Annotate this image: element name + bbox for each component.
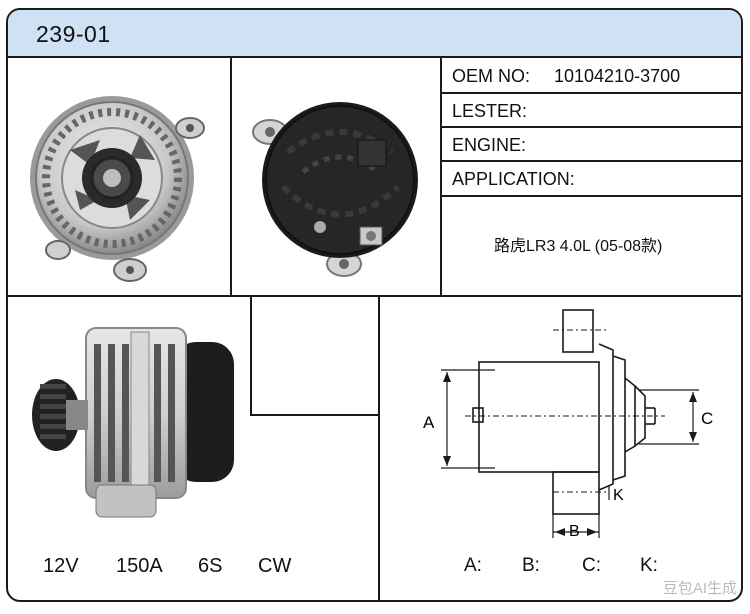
oem-value: 10104210-3700 xyxy=(554,66,681,86)
header-bar: 239-01 xyxy=(8,10,741,58)
product-card: 239-01 xyxy=(6,8,743,602)
watermark: 豆包AI生成 xyxy=(662,580,737,597)
dim-c-field-label: C: xyxy=(582,555,601,576)
dimension-drawing: A C K B xyxy=(423,309,713,540)
dim-k-field-label: K: xyxy=(640,555,658,576)
dim-a-field-label: A: xyxy=(464,555,482,576)
amperage-spec: 150A xyxy=(116,555,163,577)
dim-b-field-label: B: xyxy=(522,555,540,576)
oem-label: OEM NO: xyxy=(452,66,531,86)
pulley-spec: 6S xyxy=(198,555,223,577)
divider xyxy=(440,58,442,295)
lester-label: LESTER: xyxy=(452,101,528,121)
alternator-side-view-image xyxy=(32,327,234,518)
application-label: APPLICATION: xyxy=(452,169,575,189)
divider xyxy=(8,295,741,297)
divider xyxy=(250,414,379,416)
divider xyxy=(250,295,252,415)
divider xyxy=(440,195,741,197)
divider xyxy=(440,126,741,128)
dim-c-label: C xyxy=(701,409,713,428)
divider xyxy=(230,58,232,295)
dim-k-label: K xyxy=(613,487,624,504)
application-value: 路虎LR3 4.0L (05-08款) xyxy=(494,238,663,255)
engine-label: ENGINE: xyxy=(452,135,527,155)
dim-b-label: B xyxy=(569,523,580,540)
divider xyxy=(440,160,741,162)
divider xyxy=(440,92,741,94)
alternator-rear-view-image xyxy=(252,102,418,277)
part-number: 239-01 xyxy=(36,21,111,47)
rotation-spec: CW xyxy=(258,555,292,577)
dim-a-label: A xyxy=(423,413,435,432)
divider xyxy=(378,295,380,600)
voltage-spec: 12V xyxy=(43,555,79,577)
alternator-front-view-image xyxy=(30,96,205,282)
